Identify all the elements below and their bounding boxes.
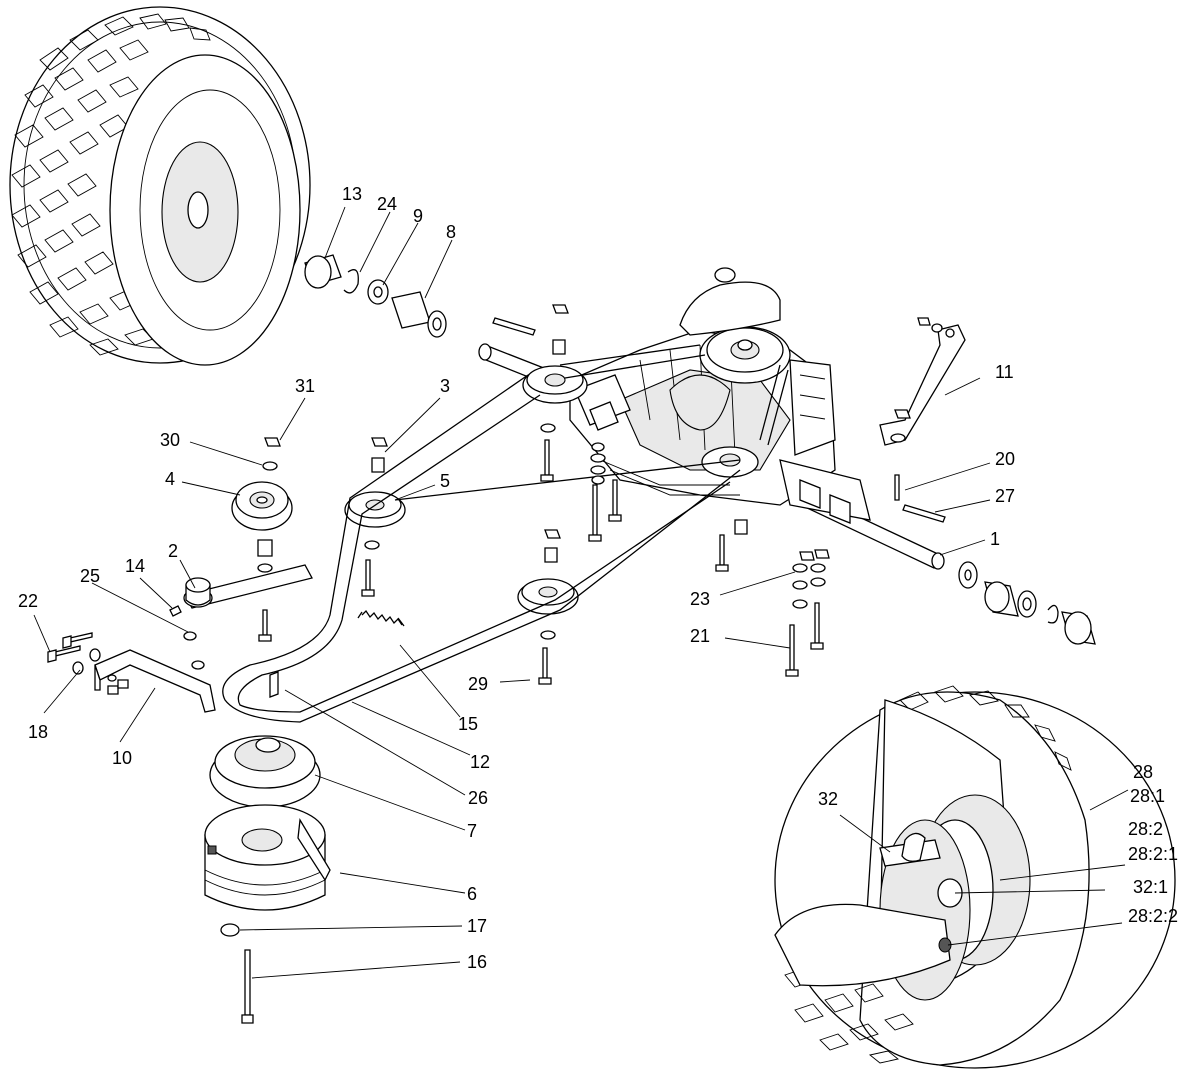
leader-lines [33, 206, 1129, 979]
flat-idler-pulley [231, 481, 293, 531]
idler-arm [183, 564, 313, 609]
tire-icon [9, 6, 311, 366]
callout-32-1: 32:1 [1133, 877, 1168, 897]
fasteners [47, 304, 1096, 695]
electric-clutch-icon [204, 804, 331, 911]
callout-1: 1 [990, 529, 1000, 549]
callout-28-2: 28:2 [1128, 819, 1163, 839]
callout-25: 25 [80, 566, 100, 586]
axle-bushing [304, 254, 342, 289]
callout-29: 29 [468, 674, 488, 694]
callout-32: 32 [818, 789, 838, 809]
washer [220, 923, 240, 937]
callout-31: 31 [295, 376, 315, 396]
tire-icon [774, 685, 1176, 1069]
callout-6: 6 [467, 884, 477, 904]
callout-28-1: 28:1 [1130, 786, 1165, 806]
callout-27: 27 [995, 486, 1015, 506]
callout-4: 4 [165, 469, 175, 489]
callout-26: 26 [468, 788, 488, 808]
retaining-ring [343, 269, 359, 294]
callout-7: 7 [467, 821, 477, 841]
axle-spacer [391, 291, 447, 338]
idler-pulley [517, 578, 579, 615]
callout-20: 20 [995, 449, 1015, 469]
transaxle-icon [478, 267, 945, 570]
engine-pulley [209, 735, 321, 808]
callout-15: 15 [458, 714, 478, 734]
callout-11: 11 [995, 362, 1014, 382]
callout-3: 3 [440, 376, 450, 396]
callout-13: 13 [342, 184, 362, 204]
pivot-arm [879, 324, 966, 446]
callout-5: 5 [440, 471, 450, 491]
bracket [94, 649, 216, 713]
idler-pulley [344, 491, 406, 528]
callout-28-2-1: 28:2:1 [1128, 844, 1178, 864]
callout-23: 23 [690, 589, 710, 609]
callout-30: 30 [160, 430, 180, 450]
callout-10: 10 [112, 748, 132, 768]
callout-12: 12 [470, 752, 490, 772]
bolt [241, 949, 254, 1024]
callout-28: 28 [1133, 762, 1153, 782]
callout-28-2-2: 28:2:2 [1128, 906, 1178, 926]
callout-16: 16 [467, 952, 487, 972]
pin [492, 317, 946, 523]
callout-24: 24 [377, 194, 397, 214]
key [269, 671, 279, 698]
washer [367, 279, 389, 305]
callout-21: 21 [690, 626, 710, 646]
callout-8: 8 [446, 222, 456, 242]
callout-9: 9 [413, 206, 423, 226]
callout-2: 2 [168, 541, 178, 561]
drive-belt-icon [222, 344, 789, 723]
callout-18: 18 [28, 722, 48, 742]
callout-22: 22 [18, 591, 38, 611]
spring [357, 609, 405, 627]
callout-14: 14 [125, 556, 145, 576]
callout-17: 17 [467, 916, 487, 936]
callout-labels: 1 2 3 4 5 6 7 8 9 10 11 12 13 14 15 16 1… [18, 184, 1178, 972]
idler-pulley [522, 365, 588, 404]
